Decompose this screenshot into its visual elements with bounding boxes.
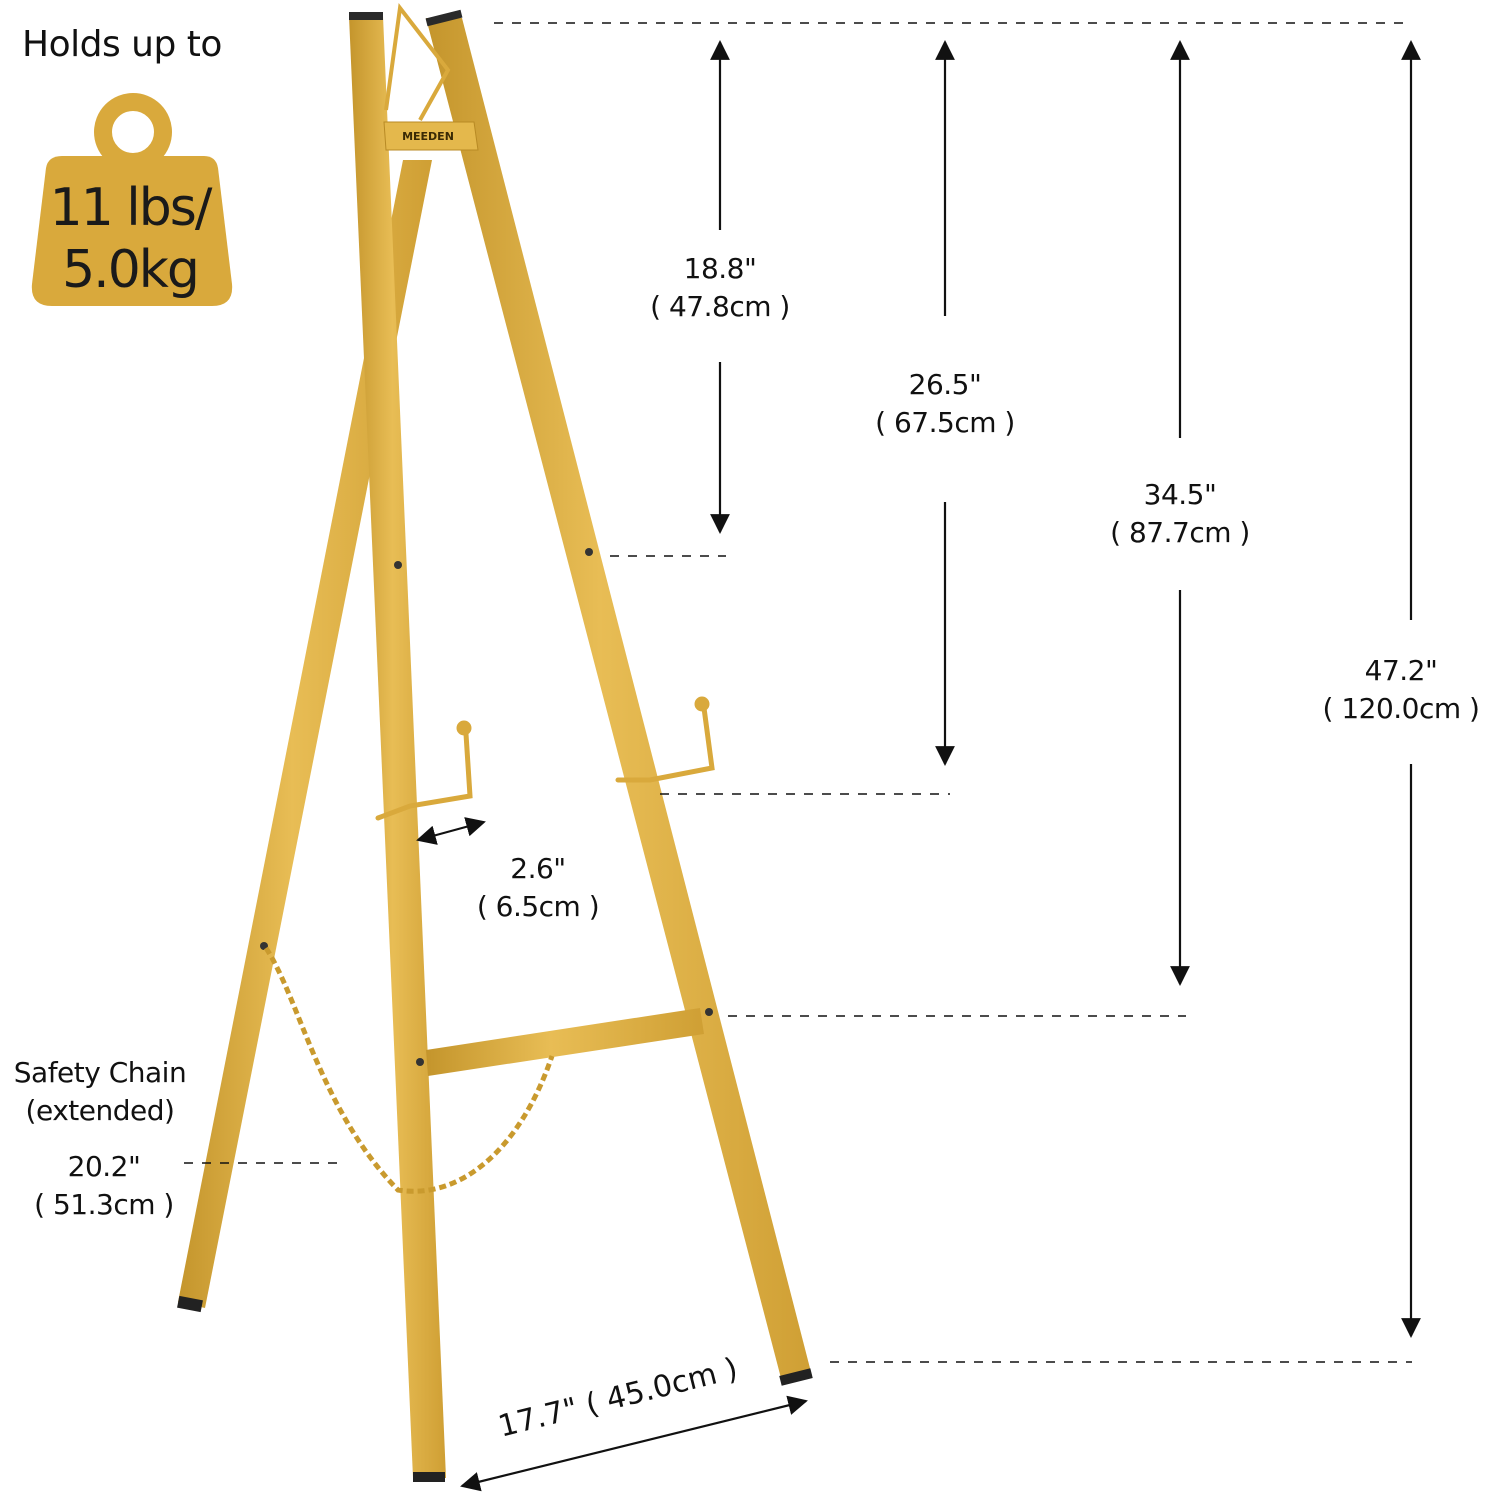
dim-d1-in: 18.8"	[683, 252, 757, 285]
dim-d3-in: 34.5"	[1143, 478, 1217, 511]
weight-title: Holds up to	[22, 24, 222, 65]
dim-chain-value: 20.2" ( 51.3cm )	[4, 1148, 204, 1224]
dimension-arrows	[416, 40, 1421, 1492]
dim-ledge-cm: ( 6.5cm )	[476, 890, 600, 923]
dim-d4-label: 47.2" ( 120.0cm )	[1316, 652, 1486, 728]
arrow-base	[460, 1395, 808, 1492]
leg-holes	[260, 548, 713, 1066]
dim-d4-in: 47.2"	[1364, 654, 1438, 687]
safety-chain	[263, 946, 555, 1194]
easel-top-brace	[383, 121, 479, 151]
right-ledge-hook	[615, 696, 715, 783]
dim-d4-cm: ( 120.0cm )	[1322, 692, 1480, 725]
dashed-reference-lines	[184, 22, 1412, 1363]
dim-d2-label: 26.5" ( 67.5cm )	[845, 366, 1045, 442]
dim-d3-cm: ( 87.7cm )	[1110, 516, 1250, 549]
dim-chain-cm: ( 51.3cm )	[34, 1188, 174, 1221]
dim-ledge-label: 2.6" ( 6.5cm )	[438, 850, 638, 926]
dim-chain-title: Safety Chain	[13, 1056, 187, 1089]
dim-d2-in: 26.5"	[908, 368, 982, 401]
easel-top-hanger	[384, 3, 451, 121]
dim-chain-in: 20.2"	[67, 1150, 141, 1183]
left-ledge-hook	[375, 720, 473, 821]
dim-chain-label: Safety Chain (extended)	[0, 1054, 200, 1130]
dim-d1-cm: ( 47.8cm )	[650, 290, 790, 323]
brand-label: MEEDEN	[402, 130, 454, 143]
dim-d2-cm: ( 67.5cm )	[875, 406, 1015, 439]
dim-ledge-in: 2.6"	[510, 852, 566, 885]
easel-right-front-leg	[426, 18, 812, 1382]
dim-d1-label: 18.8" ( 47.8cm )	[620, 250, 820, 326]
dim-d3-label: 34.5" ( 87.7cm )	[1080, 476, 1280, 552]
weight-kg: 5.0kg	[62, 240, 200, 300]
weight-badge-icon	[31, 93, 233, 306]
weight-lbs: 11 lbs/	[49, 178, 213, 238]
dim-chain-sub: (extended)	[25, 1094, 175, 1127]
easel-left-front-leg	[349, 16, 446, 1478]
easel-crossbar	[426, 1008, 704, 1076]
arrow-ledge	[416, 817, 486, 845]
